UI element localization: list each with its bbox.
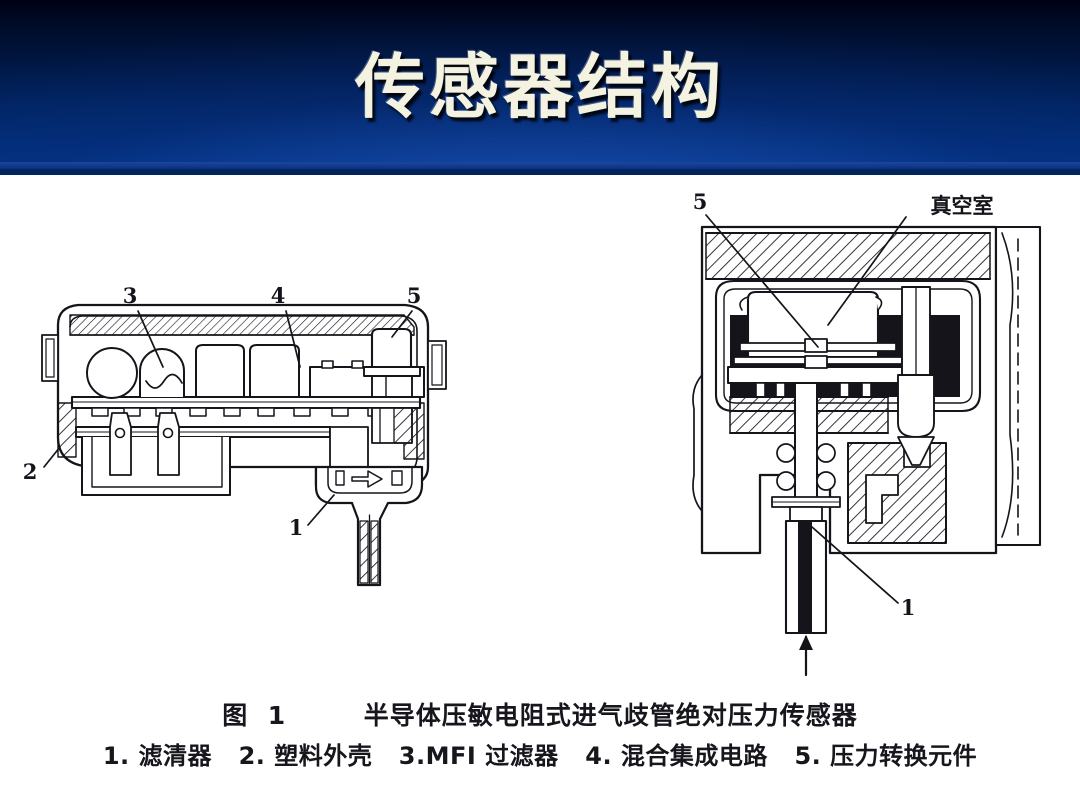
annotation-vacuum-chamber: 真空室 (931, 194, 994, 218)
top-wall-hatch (705, 232, 991, 280)
title-banner: 传感器结构 (0, 0, 1080, 175)
connector-pin-2 (157, 412, 180, 476)
leader-3 (137, 310, 164, 368)
right-diagram-callout-leaders (705, 214, 907, 604)
callout-label-1-right: 1 (901, 595, 916, 620)
center-stem (794, 382, 818, 502)
housing-left-wall-hatch (57, 402, 77, 458)
left-outer-shoulder (692, 374, 703, 512)
callout-label-5-right: 5 (693, 189, 708, 214)
component-capacitor-1 (86, 347, 138, 399)
right-post-base (897, 374, 935, 438)
right-flange-inner-curve (1001, 232, 1014, 538)
leader-5 (391, 310, 413, 338)
callout-label-4: 4 (271, 283, 286, 308)
component-block-1 (195, 344, 245, 398)
banner-accent-strip (0, 162, 1080, 169)
page-title: 传感器结构 (355, 45, 725, 128)
pressure-transducer-flange (363, 366, 421, 377)
banner-base-strip (0, 169, 1080, 175)
nozzle-latch-detail (351, 470, 383, 488)
figure-caption-title: 图 1 半导体压敏电阻式进气歧管绝对压力传感器 (222, 701, 858, 730)
pressure-transducer-body (371, 375, 413, 398)
leader-vacuum-chamber (827, 216, 907, 326)
pcb-board (70, 395, 422, 410)
leader-5-right (705, 214, 819, 348)
leader-1 (307, 494, 335, 526)
left-sensor-diagram (41, 303, 447, 587)
component-wave-mark (145, 373, 183, 389)
leader-4 (285, 310, 301, 368)
figure-caption-block: 图 1 半导体压敏电阻式进气歧管绝对压力传感器 1. 滤清器 2. 塑料外壳 3… (0, 700, 1080, 772)
callout-label-2: 2 (23, 459, 38, 484)
pressure-transducer-cap (370, 327, 413, 369)
housing-right-ear (427, 340, 447, 390)
lower-right-channel (865, 474, 899, 524)
callout-label-3: 3 (123, 283, 138, 308)
housing-top-hatch (69, 314, 415, 336)
callout-labels: 3 4 5 2 1 5 1 (23, 189, 916, 620)
leader-1-right (811, 526, 899, 604)
sensor-cross-section-figure: 3 4 5 2 1 5 1 真空室 (23, 189, 1042, 677)
right-sensor-diagram (692, 214, 1042, 677)
outlet-tube-bore (798, 521, 812, 633)
pcb-pin-stubs (91, 407, 385, 417)
callout-label-1: 1 (289, 515, 304, 540)
figure-area: 3 4 5 2 1 5 1 真空室 (0, 175, 1080, 695)
left-diagram-callout-leaders (43, 310, 413, 526)
diaphragm-center-boss-lower (804, 355, 828, 369)
component-block-2 (249, 344, 300, 398)
figure-caption-legend: 1. 滤清器 2. 塑料外壳 3.MFI 过滤器 4. 混合集成电路 5. 压力… (102, 741, 978, 770)
diaphragm-plate-lower (727, 366, 913, 384)
valve-cone (897, 436, 935, 466)
leader-2 (43, 446, 61, 468)
connector-pin-1 (109, 412, 132, 476)
inlet-tube-hatch-left (359, 520, 369, 584)
stem-collar-lower (789, 506, 823, 522)
inlet-tube-hatch-right (370, 520, 379, 584)
housing-left-ear (41, 334, 59, 382)
right-flange-column (994, 225, 1042, 547)
callout-label-5: 5 (407, 283, 422, 308)
component-capacitor-2 (139, 348, 185, 398)
stem-seal-balls (776, 443, 836, 491)
